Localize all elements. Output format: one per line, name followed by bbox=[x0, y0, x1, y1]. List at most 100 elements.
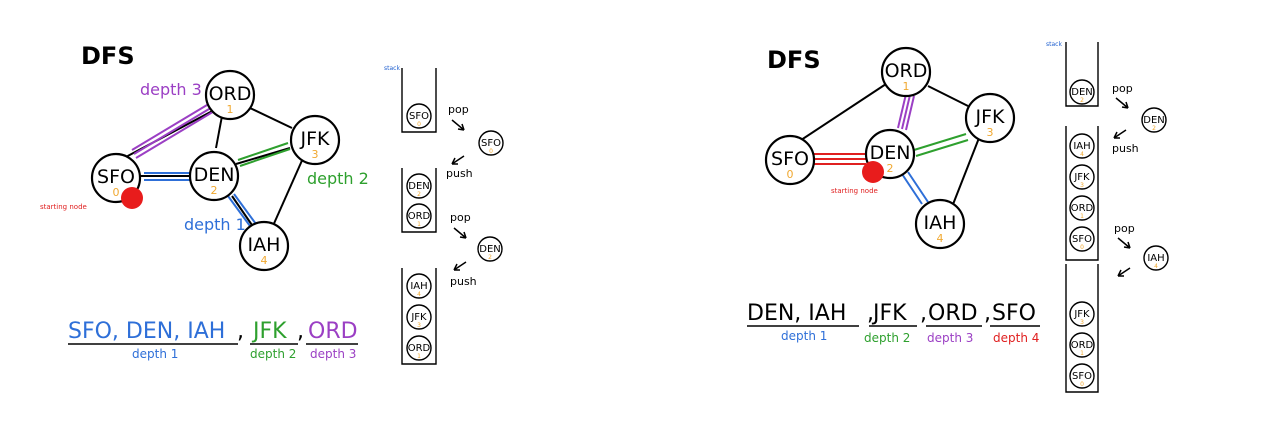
order-group-1: DEN, IAH bbox=[747, 301, 846, 326]
node-jfk: JFK 3 bbox=[289, 114, 341, 166]
stack-frame bbox=[401, 168, 437, 233]
order-depth4: depth 4 bbox=[993, 331, 1039, 345]
node-iah: IAH 4 bbox=[238, 220, 290, 272]
stack-frame bbox=[1065, 264, 1099, 393]
push-label: push bbox=[450, 275, 477, 288]
node-label: DEN bbox=[194, 164, 235, 186]
stack-item-label: JFK bbox=[1073, 172, 1090, 183]
arrow bbox=[451, 119, 467, 271]
stack-item-label: IAH bbox=[1147, 253, 1164, 264]
node-sfo: SFO 0 bbox=[764, 134, 816, 186]
node-iah: IAH 4 bbox=[914, 198, 966, 250]
order-sep: , bbox=[297, 319, 304, 344]
order-group-2: JFK bbox=[871, 301, 907, 326]
arrow bbox=[1113, 97, 1131, 277]
order-group-3: ORD bbox=[928, 301, 978, 326]
stack-item-index: 1 bbox=[1080, 350, 1084, 357]
iah-path-line bbox=[901, 173, 923, 205]
stack-item-index: 1 bbox=[417, 353, 421, 360]
left-title: DFS bbox=[81, 42, 135, 70]
stack-item-label: JFK bbox=[1073, 309, 1090, 320]
stack-label: stack bbox=[1046, 41, 1062, 48]
stack-item-label: DEN bbox=[1071, 87, 1093, 98]
push-label: push bbox=[446, 167, 473, 180]
jfk-path-line bbox=[239, 148, 291, 167]
node-index: 0 bbox=[787, 168, 794, 181]
depth4-highlight bbox=[814, 153, 866, 165]
order-sep: , bbox=[237, 319, 244, 344]
stack-item-index: 3 bbox=[1080, 319, 1084, 326]
stack-item-index: 2 bbox=[417, 191, 421, 198]
stack-item-label: SFO bbox=[481, 138, 501, 149]
node-index: 1 bbox=[227, 103, 234, 116]
pop-label: pop bbox=[1114, 222, 1135, 235]
stack-item-label: SFO bbox=[409, 111, 429, 122]
order-group-2: JFK bbox=[251, 319, 287, 344]
node-ord: ORD 1 bbox=[204, 69, 256, 121]
jfk-path-line bbox=[915, 139, 969, 157]
node-label: JFK bbox=[300, 128, 331, 150]
right-title: DFS bbox=[767, 46, 821, 74]
stack-item-index: 0 bbox=[1080, 381, 1084, 388]
order-depth2: depth 2 bbox=[864, 331, 910, 345]
stack-item-index: 3 bbox=[417, 322, 421, 329]
node-label: SFO bbox=[97, 166, 135, 188]
node-index: 3 bbox=[312, 148, 319, 161]
order-sep: , bbox=[984, 301, 991, 326]
edge-den-jfk bbox=[235, 147, 291, 165]
order-sep: , bbox=[920, 301, 927, 326]
stack-item-label: DEN bbox=[408, 181, 430, 192]
order-group-1: SFO, DEN, IAH bbox=[68, 319, 225, 344]
stack-item-label: SFO bbox=[1072, 234, 1092, 245]
stack-item-index: 4 bbox=[1154, 263, 1158, 270]
order-sep: , bbox=[867, 301, 874, 326]
starting-node-marker bbox=[121, 187, 143, 209]
ord-path-line bbox=[905, 95, 915, 131]
right-stack-frames: stack bbox=[1046, 41, 1099, 393]
stack-item-index: 2 bbox=[1080, 97, 1084, 104]
order-depth2: depth 2 bbox=[250, 347, 296, 361]
ord-path-line bbox=[135, 109, 217, 159]
stack-item-index: 4 bbox=[1080, 151, 1084, 158]
stack-item-label: IAH bbox=[410, 281, 427, 292]
ord-path-line bbox=[901, 94, 911, 130]
depth2-highlight bbox=[237, 142, 291, 167]
depth1-label: depth 1 bbox=[184, 215, 246, 234]
ord-path-line bbox=[133, 105, 215, 155]
stack-item-label: SFO bbox=[1072, 371, 1092, 382]
jfk-path-line bbox=[237, 142, 289, 161]
starting-node-label: starting node bbox=[40, 203, 87, 211]
stack-frame bbox=[1065, 126, 1099, 261]
node-label: IAH bbox=[924, 212, 957, 234]
left-stack-frames: stack bbox=[384, 65, 437, 365]
depth1-highlight bbox=[144, 172, 257, 227]
depth3-highlight bbox=[897, 93, 915, 131]
node-index: 2 bbox=[211, 184, 218, 197]
left-panel: DFS ORD 1 bbox=[40, 42, 504, 365]
stack-item-label: DEN bbox=[1143, 115, 1165, 126]
stack-item-index: 3 bbox=[1080, 182, 1084, 189]
edge-sfo-ord bbox=[791, 83, 887, 147]
order-depth1: depth 1 bbox=[132, 347, 178, 361]
stack-item-label: ORD bbox=[408, 211, 431, 222]
ord-path-line bbox=[131, 101, 213, 151]
stack-item-index: 2 bbox=[488, 254, 492, 261]
node-jfk: JFK 3 bbox=[964, 92, 1016, 144]
order-depth3: depth 3 bbox=[310, 347, 356, 361]
